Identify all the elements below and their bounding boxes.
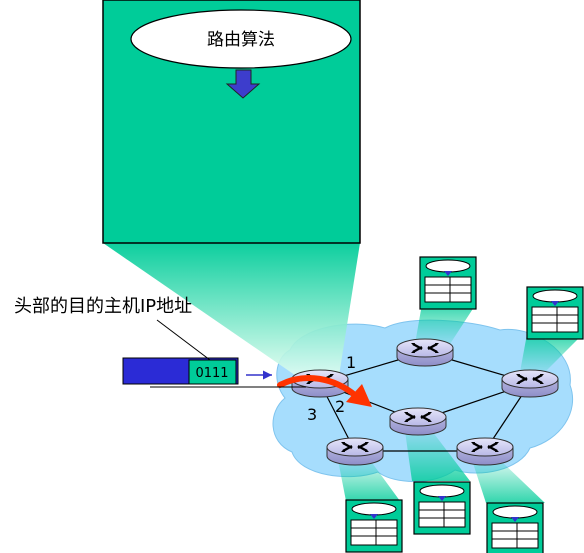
link-label-3: 3	[307, 405, 317, 424]
link-label-2: 2	[335, 397, 345, 416]
link-label-1: 1	[346, 353, 356, 372]
beam-table-bottom-left	[338, 460, 400, 501]
router-right	[500, 368, 560, 399]
beam-table-right	[520, 334, 583, 372]
forward-arrow	[277, 375, 359, 399]
packet-header-value: 0111	[195, 366, 228, 381]
forwarding-table-bottom-mid	[413, 481, 471, 535]
forwarding-table-right	[526, 286, 584, 340]
beam-table-top	[415, 304, 476, 344]
beam-table-bottom-right	[472, 460, 545, 503]
header-annotation: 头部的目的主机IP地址	[14, 296, 192, 317]
algorithm-label: 路由算法	[207, 30, 275, 50]
beam-table-bottom-mid	[405, 431, 470, 481]
down-arrow-icon	[225, 69, 261, 99]
router-center	[388, 406, 448, 437]
annotation-pointer	[156, 319, 211, 361]
packet-header	[188, 359, 237, 385]
forward-arrow-head	[346, 384, 372, 407]
algorithm-ellipse	[130, 9, 352, 69]
router-bottom-right	[455, 436, 515, 467]
forwarding-table-bottom-right	[486, 502, 544, 553]
forwarding-table-bottom-left	[345, 499, 403, 553]
beam-main	[103, 243, 360, 382]
router-bottom-left	[325, 436, 385, 467]
forwarding-table-top	[419, 256, 477, 310]
router-top	[395, 337, 455, 368]
